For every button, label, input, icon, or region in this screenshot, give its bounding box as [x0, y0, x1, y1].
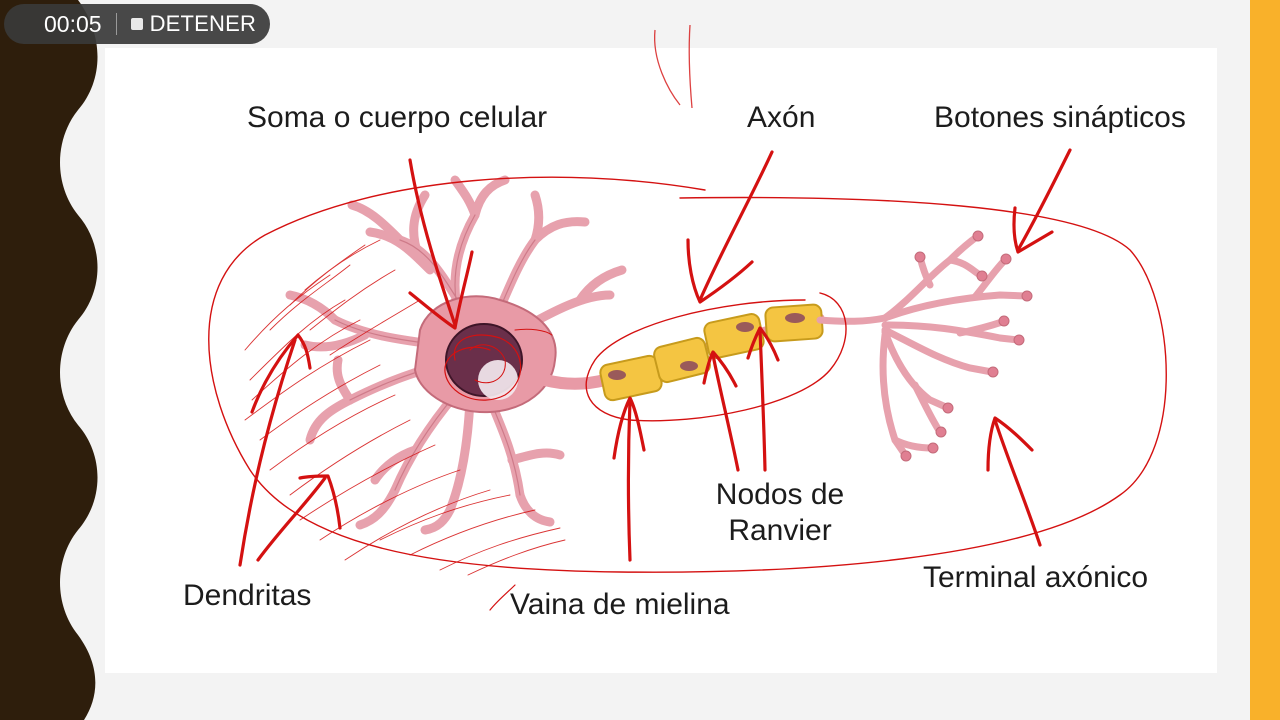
label-nodos-ranvier: Nodos de Ranvier: [680, 477, 880, 549]
label-terminal-axonico: Terminal axónico: [923, 563, 1148, 593]
stop-label: DETENER: [150, 11, 257, 37]
label-soma: Soma o cuerpo celular: [247, 103, 547, 133]
neuron-illustration: [290, 180, 1032, 530]
recording-timer: 00:05: [44, 11, 102, 38]
recording-separator: [116, 13, 117, 35]
stop-icon: [131, 18, 143, 30]
label-botones-sinapticos: Botones sinápticos: [934, 103, 1186, 133]
label-vaina-mielina: Vaina de mielina: [510, 590, 730, 620]
nucleolus: [478, 360, 518, 400]
recording-indicator: 00:05 DETENER: [4, 4, 270, 44]
label-dendritas: Dendritas: [183, 581, 311, 611]
stop-recording-button[interactable]: DETENER: [131, 11, 257, 37]
label-axon: Axón: [747, 103, 815, 133]
